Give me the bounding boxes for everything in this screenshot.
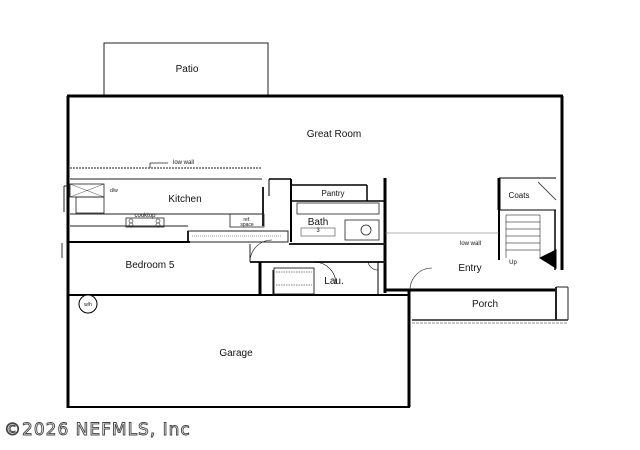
pantry-walls xyxy=(268,178,387,293)
laundry-walls xyxy=(258,261,379,295)
ref-space-label-1: ref. xyxy=(243,217,250,223)
kitchen-label: Kitchen xyxy=(168,194,201,205)
porch-label: Porch xyxy=(472,299,498,310)
exterior-walls xyxy=(66,94,564,408)
kitchen-low-wall-label: low wall xyxy=(173,160,194,166)
coats-label: Coats xyxy=(509,191,530,200)
water-heater-label: w/h xyxy=(84,302,92,308)
bath-label: Bath xyxy=(308,217,329,228)
copyright-watermark: ©2026 NEFMLS, Inc xyxy=(4,420,191,440)
garage-label: Garage xyxy=(219,348,253,359)
patio-label: Patio xyxy=(176,64,199,75)
bedroom-walls xyxy=(61,241,190,258)
pantry-label: Pantry xyxy=(321,189,344,198)
laundry-label: Lau. xyxy=(324,276,343,287)
great-room-label: Great Room xyxy=(307,129,361,140)
cooktop-label: cooktop xyxy=(134,213,156,219)
stairs-up-label: Up xyxy=(509,260,517,266)
stair-area xyxy=(497,177,557,270)
porch-outline xyxy=(412,286,569,324)
entry-low-wall-label: low wall xyxy=(460,241,481,247)
entry-door-swing xyxy=(409,267,433,291)
bath-number-label: 3 xyxy=(316,228,320,234)
bath-area xyxy=(249,202,385,263)
dishwasher-label: d/w xyxy=(110,188,118,194)
ref-space-label-2: space xyxy=(240,222,254,228)
bedroom-label: Bedroom 5 xyxy=(126,260,175,271)
kitchen-area xyxy=(63,162,289,243)
water-heater-icon xyxy=(78,294,98,314)
entry-label: Entry xyxy=(458,263,481,274)
